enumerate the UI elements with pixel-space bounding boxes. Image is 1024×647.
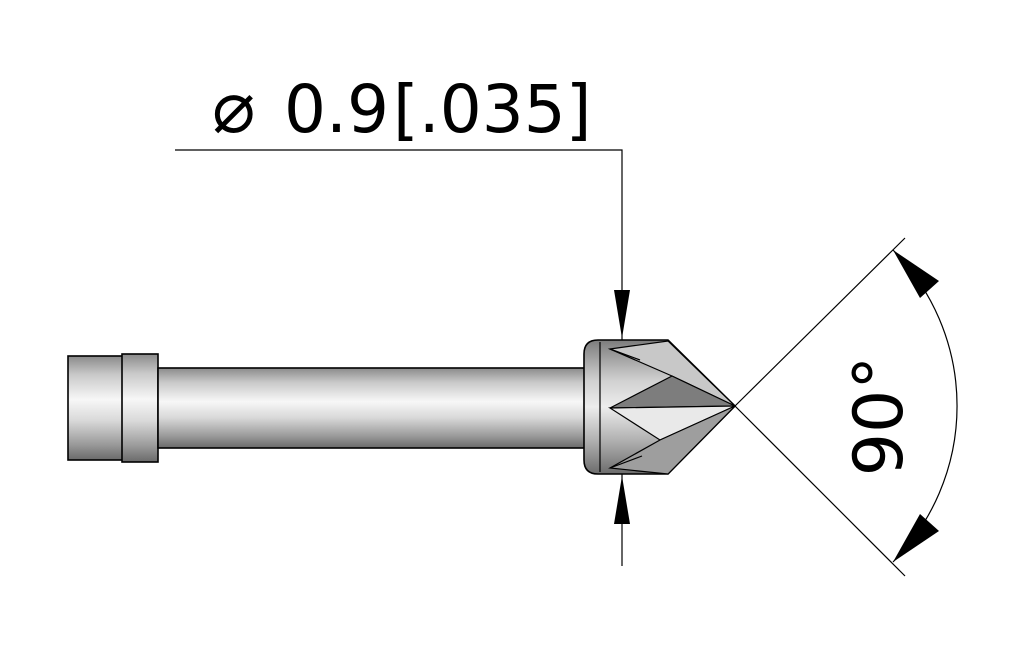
angle-extension-lower [734, 405, 906, 577]
diameter-value: 0.9 [284, 71, 389, 148]
countersink-tool [67, 339, 737, 475]
shank-collar [121, 353, 159, 463]
diameter-symbol: ⌀ [212, 65, 255, 149]
angle-extension-upper [734, 237, 906, 407]
angle-value: 90° [840, 356, 919, 477]
diameter-arrow-top [614, 290, 630, 338]
diameter-dimension [175, 149, 630, 566]
shank [157, 367, 587, 449]
angle-arrow-upper [893, 250, 939, 298]
diameter-leader-line [175, 149, 623, 340]
flute-edge-a [609, 348, 641, 361]
shank-end-cap [67, 355, 125, 461]
diameter-alt-value: [.035] [393, 71, 591, 148]
angle-dimension [734, 237, 958, 577]
diameter-arrow-bottom [614, 476, 630, 524]
flute-edge-b [609, 455, 643, 469]
angle-arrow-lower [893, 514, 939, 562]
